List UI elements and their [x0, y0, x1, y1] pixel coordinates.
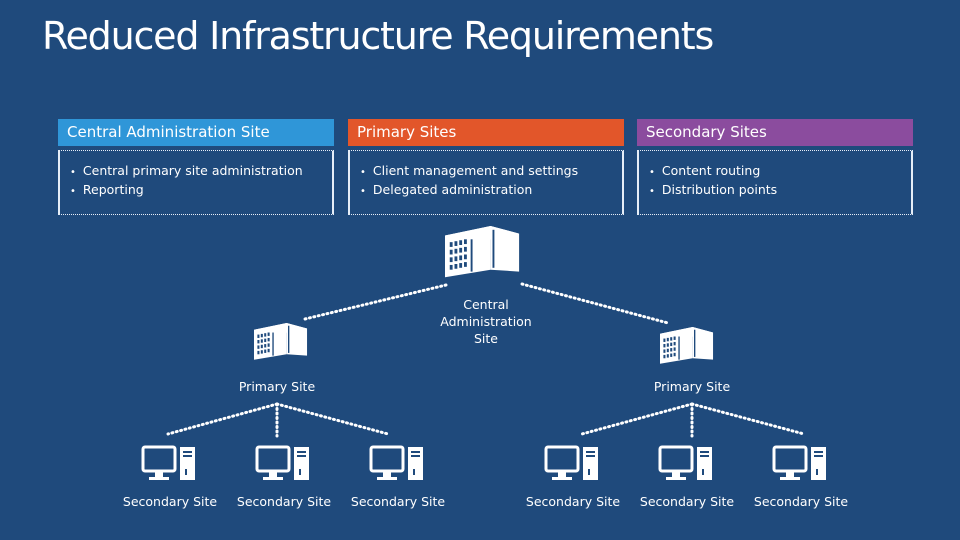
secondary-site-label: Secondary Site — [525, 494, 621, 509]
panel-body-secondary: Content routing Distribution points — [637, 150, 913, 215]
panel-heading-central: Central Administration Site — [58, 119, 334, 146]
panel-primary-bullet-2: Delegated administration — [360, 181, 622, 200]
secondary-site-label: Secondary Site — [639, 494, 735, 509]
monitor-server-icon — [772, 445, 828, 482]
primary-site-label-right: Primary Site — [653, 379, 731, 394]
link-left-branch-3 — [275, 402, 390, 436]
secondary-site-label: Secondary Site — [236, 494, 332, 509]
panel-primary-bullet-1: Client management and settings — [360, 162, 622, 181]
link-central-primary-left — [303, 283, 448, 321]
monitor-server-icon — [369, 445, 425, 482]
link-central-primary-right — [520, 282, 670, 325]
monitor-server-icon — [255, 445, 311, 482]
panel-central-bullet-1: Central primary site administration — [70, 162, 332, 181]
monitor-server-icon — [544, 445, 600, 482]
panel-secondary-bullet-2: Distribution points — [649, 181, 911, 200]
panel-central-bullet-2: Reporting — [70, 181, 332, 200]
panel-secondary-bullet-1: Content routing — [649, 162, 911, 181]
link-right-branch-3 — [690, 402, 806, 436]
building-icon — [254, 323, 308, 360]
secondary-site-label: Secondary Site — [350, 494, 446, 509]
monitor-server-icon — [141, 445, 197, 482]
panel-body-primary: Client management and settings Delegated… — [348, 150, 624, 215]
primary-site-label-left: Primary Site — [238, 379, 316, 394]
link-left-branch-1 — [166, 402, 279, 436]
building-icon — [445, 226, 520, 278]
building-icon — [660, 327, 714, 364]
central-site-label: Central Administration Site — [440, 297, 532, 346]
panel-heading-secondary: Secondary Sites — [637, 119, 913, 146]
page-title: Reduced Infrastructure Requirements — [42, 14, 714, 58]
secondary-site-label: Secondary Site — [122, 494, 218, 509]
link-right-branch-1 — [580, 402, 694, 436]
monitor-server-icon — [658, 445, 714, 482]
secondary-site-label: Secondary Site — [753, 494, 849, 509]
panel-body-central: Central primary site administration Repo… — [58, 150, 334, 215]
panel-heading-primary: Primary Sites — [348, 119, 624, 146]
